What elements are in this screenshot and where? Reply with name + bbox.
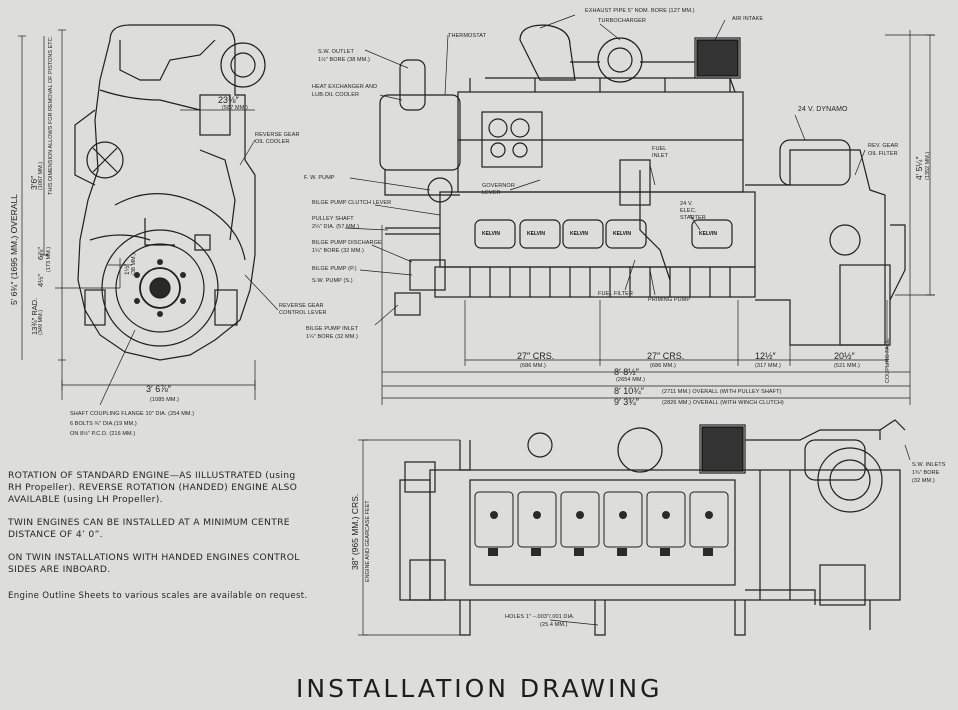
dim-d20: 20½″ [834, 351, 855, 361]
dim-width-mm: (1085 MM.) [150, 397, 180, 403]
note-outline-sheets: Engine Outline Sheets to various scales … [8, 591, 308, 601]
label-holes-2: (25.4 MM.) [540, 622, 568, 628]
label-rev-gear-oil-filter: REV. GEAR [868, 143, 899, 149]
dim-d88-mm: (2654 MM.) [616, 377, 646, 383]
drawing-title: INSTALLATION DRAWING [296, 674, 663, 703]
label-sw-inlets-3: (32 MM.) [912, 478, 935, 484]
label-bilge-inlet-size: 1¼″ BORE (32 MM.) [306, 334, 358, 340]
label-elec-starter-3: STARTER [680, 215, 706, 221]
dim-h36-mm: (1067 MM.) [38, 161, 44, 190]
dim-h38: 38″ (965 MM.) CRS. [350, 493, 360, 570]
note-handed: ON TWIN INSTALLATIONS WITH HANDED ENGINE… [8, 552, 300, 575]
label-rev-gear-oil-filter-2: OIL FILTER [868, 151, 898, 157]
label-pcd: ON 8½″ P.C.D. (216 MM.) [70, 431, 136, 437]
label-elec-starter: 24 V. [680, 201, 693, 207]
label-engine-gearcase-feet: ENGINE AND GEARCASE FEET [365, 500, 371, 582]
label-fuel-filter: FUEL FILTER [598, 291, 634, 297]
dim-d1: 23⅛″ [218, 95, 239, 105]
label-dynamo: 24 V. DYNAMO [798, 106, 848, 113]
dim-crs1: 27″ CRS. [517, 351, 555, 361]
dim-d93-note: (2826 MM.) OVERALL (WITH WINCH CLUTCH) [662, 400, 784, 406]
label-bilge-discharge-size: 1¼″ BORE (32 MM.) [312, 248, 364, 254]
label-lub-oil-cooler: LUB.OIL COOLER [312, 92, 360, 98]
dim-rad-mm: (349 MM.) [38, 309, 44, 335]
label-shaft-coupling: SHAFT COUPLING FLANGE 10″ DIA. (254 MM.) [70, 411, 195, 417]
label-sw-outlet: S.W. OUTLET [318, 49, 354, 55]
dim-d1-mm: (587 MM.) [222, 105, 248, 111]
air-intake-hatch [696, 39, 744, 472]
note-rotation: ROTATION OF STANDARD ENGINE—AS IILLUSTRA… [8, 470, 298, 505]
kelvin-plate: KELVIN [482, 231, 500, 237]
label-removal-note: THIS DIMENSION ALLOWS FOR REMOVAL OF PIS… [48, 35, 54, 195]
label-thermostat: THERMOSTAT [448, 33, 487, 39]
label-sw-inlets-2: 1¾″ BORE [912, 470, 940, 476]
plan-view [399, 419, 906, 636]
kelvin-plate: KELVIN [527, 231, 545, 237]
label-reverse-gear-oil-cooler-2: OIL COOLER [255, 139, 290, 145]
label-governor-lever: GOVERNOR [482, 183, 515, 189]
label-pulley-shaft: PULLEY SHAFT [312, 216, 354, 222]
label-air-intake: AIR INTAKE [732, 16, 764, 22]
label-sw-inlets: S.W. INLETS [912, 462, 946, 468]
dim-h45: 4′ 5¼″ [914, 156, 924, 180]
label-bilge-clutch: BILGE PUMP CLUTCH LEVER [312, 200, 392, 206]
front-view [74, 24, 266, 361]
dim-d12-mm: (317 MM.) [755, 363, 781, 369]
label-priming-pump: PRIMING PUMP [648, 297, 691, 303]
kelvin-plate: KELVIN [570, 231, 588, 237]
dim-d6-mm: (173 MM.) [46, 246, 52, 272]
dim-d88: 8′ 8½″ [614, 367, 639, 377]
dim-d12: 12½″ [755, 351, 776, 361]
kelvin-plate: KELVIN [699, 231, 717, 237]
dim-h45-mm: (1352 MM.) [925, 151, 931, 180]
label-turbocharger: TURBOCHARGER [598, 18, 646, 24]
label-bilge-inlet: BILGE PUMP INLET [306, 326, 359, 332]
dim-d810-note: (2711 MM.) OVERALL (WITH PULLEY SHAFT) [662, 389, 782, 395]
label-fuel-inlet: FUEL [652, 146, 667, 152]
dim-crs2: 27″ CRS. [647, 351, 685, 361]
dim-d810: 8′ 10¾″ [614, 386, 644, 396]
label-fuel-inlet-2: INLET [652, 153, 669, 159]
note-twin: TWIN ENGINES CAN BE INSTALLED AT A MINIM… [8, 517, 290, 540]
label-pulley-shaft-size: 2¼″ DIA. (57 MM.) [312, 224, 360, 230]
dim-d93: 9′ 3¾″ [614, 397, 639, 407]
label-exhaust-pipe: EXHAUST PIPE 5″ NOM. BORE (127 MM.) [585, 8, 695, 14]
label-reverse-gear-control: REVERSE GEAR [279, 303, 324, 309]
label-sw-outlet-size: 1½″ BORE (38 MM.) [318, 57, 370, 63]
label-bolts: 6 BOLTS ¾″ DIA.(19 MM.) [70, 421, 137, 427]
label-heat-exchanger: HEAT EXCHANGER AND [312, 84, 378, 90]
label-governor-lever-2: LEVER [482, 190, 501, 196]
dim-d1-12: 1½″ [124, 263, 131, 275]
dim-d1-12-mm: (38 MM.) [131, 253, 137, 275]
label-bilge-pump: BILGE PUMP (P.) [312, 266, 357, 272]
side-view [379, 24, 906, 346]
dim-width: 3′ 6⅞″ [146, 384, 171, 394]
kelvin-plate: KELVIN [613, 231, 631, 237]
dim-crs2-mm: (686 MM.) [650, 363, 676, 369]
dim-crs1-mm: (686 MM.) [520, 363, 546, 369]
label-reverse-gear-control-2: CONTROL LEVER [279, 310, 327, 316]
dim-d4: 4½″ [36, 273, 45, 287]
label-coupling-face: COUPLING FACE [885, 338, 891, 383]
label-holes: HOLES 1″ −.003″/.001 DIA. [505, 614, 575, 620]
label-reverse-gear-oil-cooler: REVERSE GEAR [255, 132, 300, 138]
label-elec-starter-2: ELEC. [680, 208, 697, 214]
label-bilge-discharge: BILGE PUMP DISCHARGE [312, 240, 382, 246]
dim-d20-mm: (521 MM.) [834, 363, 860, 369]
dim-h56: 5′ 6¾″ (1695 MM.) OVERALL [9, 194, 19, 305]
label-sw-pump: S.W. PUMP (S.) [312, 278, 353, 284]
dim-d6: 6⅞″ [36, 246, 45, 260]
label-fw-pump: F. W. PUMP [304, 175, 335, 181]
